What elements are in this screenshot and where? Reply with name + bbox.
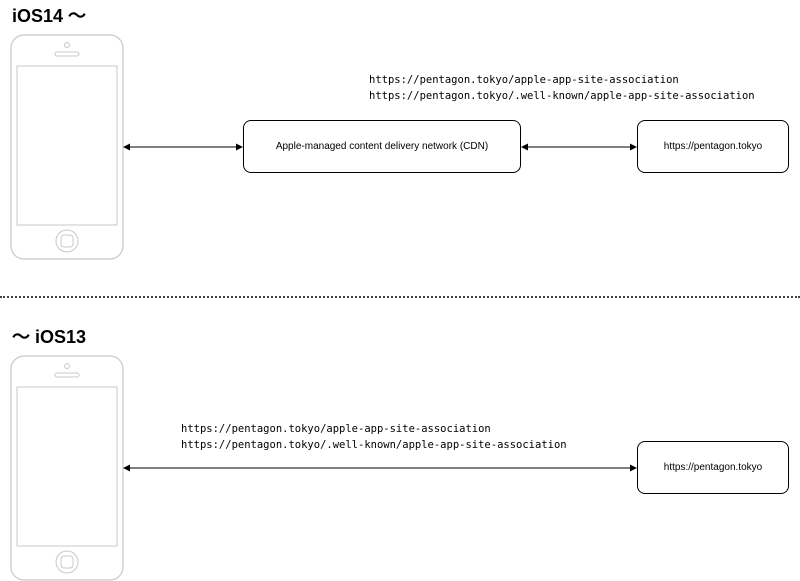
cdn-label: Apple-managed content delivery network (…	[275, 141, 489, 152]
server-box-ios14: https://pentagon.tokyo	[637, 120, 789, 173]
phone-server-arrow	[123, 464, 637, 472]
cdn-server-arrow	[521, 143, 637, 151]
server-box-ios13: https://pentagon.tokyo	[637, 441, 789, 494]
phone-icon	[10, 355, 124, 581]
section-heading-ios13: 〜 iOS13	[12, 327, 87, 347]
url-aasa-root: https://pentagon.tokyo/apple-app-site-as…	[369, 74, 679, 86]
url-aasa-well-known: https://pentagon.tokyo/.well-known/apple…	[181, 439, 567, 451]
server-label: https://pentagon.tokyo	[663, 141, 763, 152]
server-label: https://pentagon.tokyo	[663, 462, 763, 473]
section-divider	[0, 296, 800, 298]
section-heading-ios14: iOS14 〜	[12, 6, 87, 26]
url-list-ios13: https://pentagon.tokyo/apple-app-site-as…	[181, 421, 567, 453]
phone-icon	[10, 34, 124, 260]
url-aasa-well-known: https://pentagon.tokyo/.well-known/apple…	[369, 90, 755, 102]
url-aasa-root: https://pentagon.tokyo/apple-app-site-as…	[181, 423, 491, 435]
url-list-ios14: https://pentagon.tokyo/apple-app-site-as…	[369, 72, 755, 104]
cdn-box: Apple-managed content delivery network (…	[243, 120, 521, 173]
phone-cdn-arrow	[123, 143, 243, 151]
